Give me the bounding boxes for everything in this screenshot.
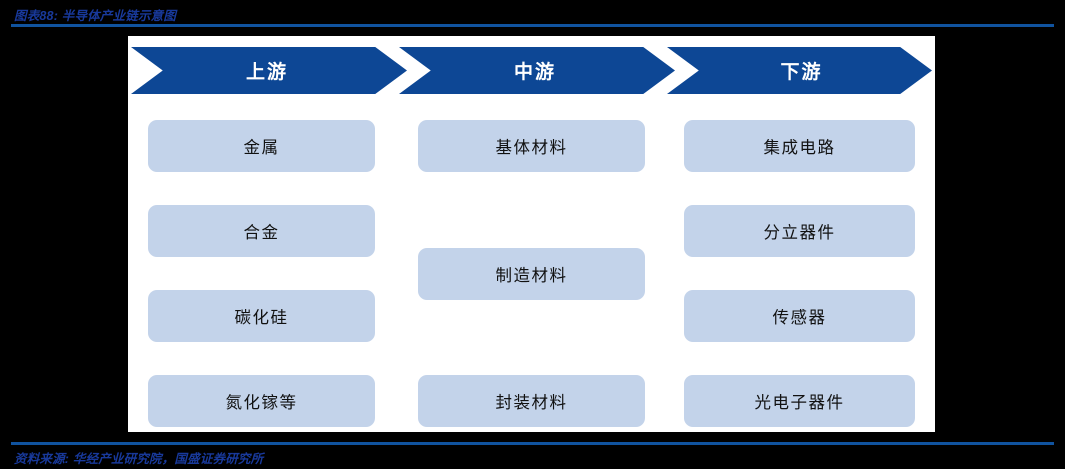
node-label: 封装材料	[495, 394, 568, 412]
node-box[interactable]: 制造材料	[418, 248, 645, 300]
node-label: 光电子器件	[754, 394, 845, 412]
node-label: 分立器件	[763, 224, 836, 242]
page-title: 图表88: 半导体产业链示意图	[14, 9, 177, 23]
chevron-label-downstream: 下游	[780, 62, 823, 83]
node-box[interactable]: 金属	[148, 120, 375, 172]
node-label: 制造材料	[495, 267, 568, 285]
node-box[interactable]: 碳化硅	[148, 290, 375, 342]
node-box[interactable]: 传感器	[684, 290, 915, 342]
value-chain-diagram: 上游 中游 下游 金属 合金 碳化硅 氮化镓等 基体材料 制造材料 封装材料 集…	[128, 36, 935, 432]
chevron-header-downstream[interactable]: 下游	[667, 47, 932, 94]
node-label: 金属	[243, 139, 280, 157]
node-box[interactable]: 分立器件	[684, 205, 915, 257]
node-label: 集成电路	[763, 139, 836, 157]
node-label: 氮化镓等	[225, 394, 298, 412]
node-box[interactable]: 合金	[148, 205, 375, 257]
title-divider	[11, 24, 1054, 27]
node-box[interactable]: 封装材料	[418, 375, 645, 427]
node-box[interactable]: 基体材料	[418, 120, 645, 172]
footer-divider	[11, 442, 1054, 445]
chevron-label-midstream: 中游	[513, 62, 556, 83]
node-box[interactable]: 氮化镓等	[148, 375, 375, 427]
chevron-header-band: 上游 中游 下游	[131, 47, 932, 94]
node-box[interactable]: 集成电路	[684, 120, 915, 172]
chevron-header-upstream[interactable]: 上游	[131, 47, 407, 94]
node-box[interactable]: 光电子器件	[684, 375, 915, 427]
node-label: 合金	[243, 224, 280, 242]
source-note: 资料来源: 华经产业研究院，国盛证券研究所	[14, 452, 264, 466]
chevron-label-upstream: 上游	[245, 62, 288, 83]
node-label: 传感器	[772, 309, 827, 327]
node-label: 碳化硅	[234, 309, 289, 327]
chevron-header-midstream[interactable]: 中游	[399, 47, 675, 94]
node-label: 基体材料	[495, 139, 568, 157]
